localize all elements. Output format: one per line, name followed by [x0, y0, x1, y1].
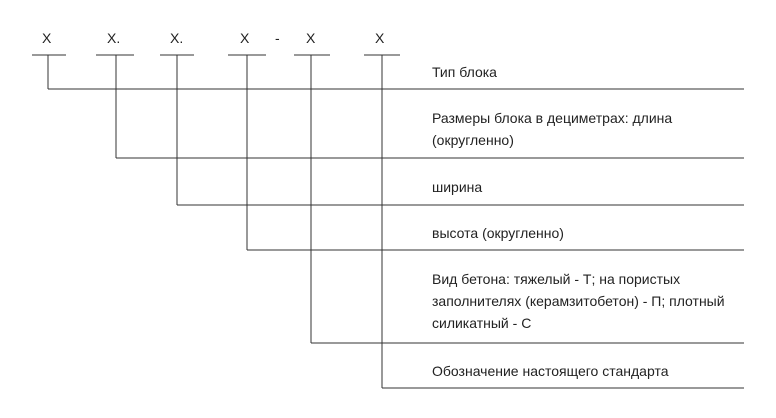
desc-length: Размеры блока в дециметрах: длина (округ…	[432, 110, 673, 148]
desc-standard: Обозначение настоящего стандарта	[432, 363, 669, 379]
code-pos2: X.	[107, 30, 121, 46]
code-pos1: X	[42, 30, 52, 46]
code-pos5: X	[306, 30, 316, 46]
code-pos6: X	[375, 30, 385, 46]
code-pos4: X	[240, 30, 250, 46]
code-dash: -	[275, 30, 280, 46]
desc-concrete-type: Вид бетона: тяжелый - Т; на пористых зап…	[432, 271, 725, 331]
desc-width: ширина	[432, 179, 483, 195]
desc-block-type: Тип блока	[432, 64, 497, 80]
desc-height: высота (округленно)	[432, 225, 564, 241]
code-pos3: X.	[170, 30, 184, 46]
